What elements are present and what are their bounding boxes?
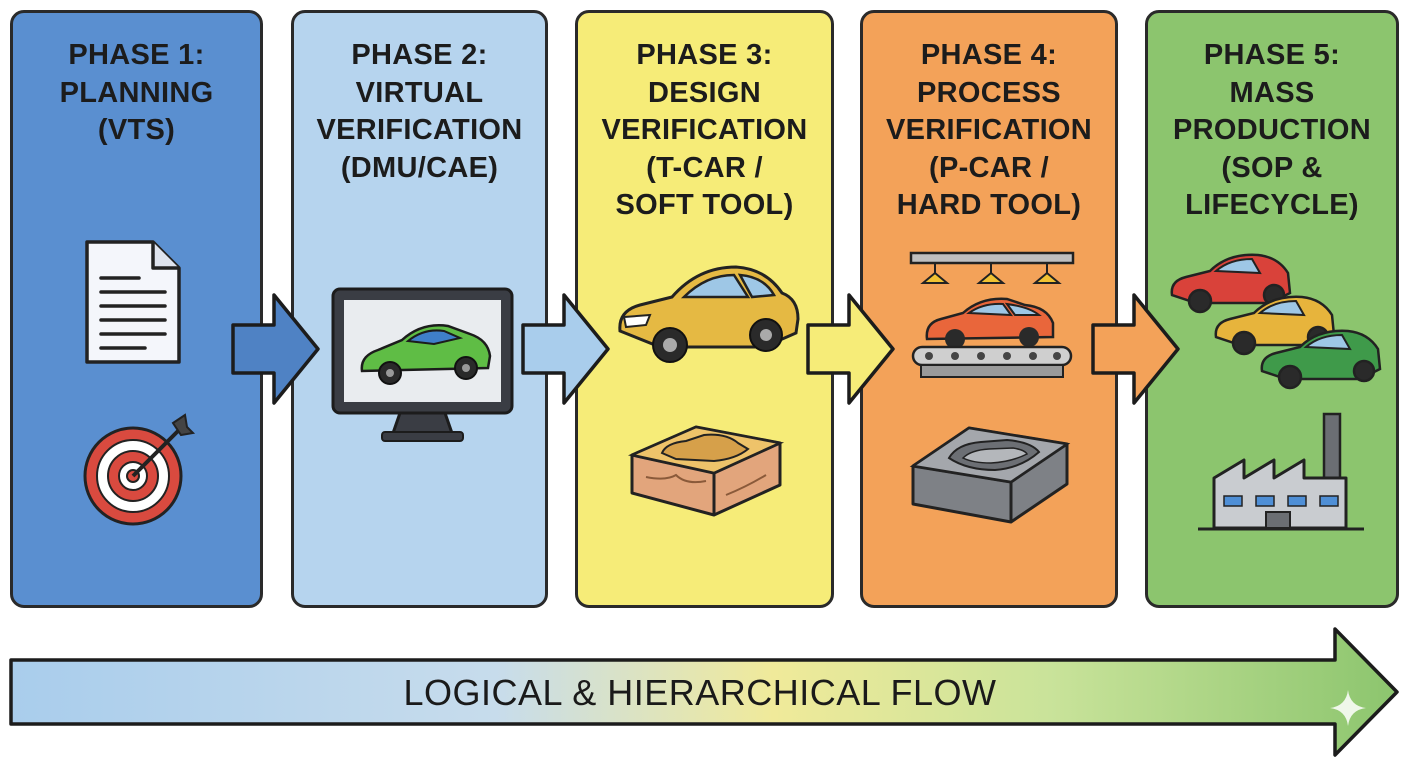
phase-arrow-4-to-5 (1091, 293, 1180, 405)
phase-2-title: PHASE 2: VIRTUAL VERIFICATION (DMU/CAE) (294, 37, 545, 187)
phase-2-panel: PHASE 2: VIRTUAL VERIFICATION (DMU/CAE) (291, 10, 548, 608)
phase-4-panel: PHASE 4: PROCESS VERIFICATION (P-CAR / H… (860, 10, 1118, 608)
phase-3-title-line: VERIFICATION (601, 114, 808, 146)
phase-3-title-line: PHASE 3: (636, 39, 773, 71)
flow-arrow (9, 627, 1399, 757)
phase-4-title-line: HARD TOOL) (896, 189, 1082, 221)
phase-2-title-line: VIRTUAL (355, 76, 484, 109)
phase-4-title: PHASE 4: PROCESS VERIFICATION (P-CAR / H… (863, 37, 1115, 225)
monitor-car-icon (331, 287, 514, 442)
phase-5-title-line: (SOP & (1221, 151, 1323, 184)
phase-1-title-line: (VTS) (97, 114, 176, 146)
phase-3-panel: PHASE 3: DESIGN VERIFICATION (T-CAR / SO… (575, 10, 834, 608)
phase-5-title-line: PHASE 5: (1203, 39, 1341, 71)
phase-1-title: PHASE 1: PLANNING (VTS) (13, 37, 260, 150)
phase-3-title-line: DESIGN (648, 76, 761, 109)
flow-label: LOGICAL & HIERARCHICAL FLOW (403, 672, 997, 713)
phase-5-title: PHASE 5: MASS PRODUCTION (SOP & LIFECYCL… (1148, 37, 1396, 225)
phase-5-panel: PHASE 5: MASS PRODUCTION (SOP & LIFECYCL… (1145, 10, 1399, 608)
phase-4-title-line: VERIFICATION (885, 114, 1093, 146)
phase-3-title-line: (T-CAR / (646, 151, 763, 184)
phase-5-title-line: LIFECYCLE) (1185, 189, 1359, 221)
phase-1-title-line: PHASE 1: (68, 39, 205, 71)
assembly-line-car-icon (909, 251, 1075, 378)
phase-2-title-line: VERIFICATION (316, 114, 523, 146)
phase-5-title-line: PRODUCTION (1173, 114, 1371, 146)
phase-arrow-1-to-2 (231, 293, 320, 405)
phase-4-title-line: PHASE 4: (920, 39, 1058, 71)
metal-mold-icon (909, 426, 1071, 524)
phase-2-title-line: (DMU/CAE) (340, 151, 499, 184)
phase-3-title: PHASE 3: DESIGN VERIFICATION (T-CAR / SO… (578, 37, 831, 225)
document-icon (85, 240, 181, 364)
sparkle-icon (1330, 690, 1366, 726)
yellow-car-icon (618, 265, 800, 363)
factory-icon (1198, 412, 1364, 531)
phase-5-title-line: MASS (1229, 76, 1315, 109)
phase-1-panel: PHASE 1: PLANNING (VTS) (10, 10, 263, 608)
phase-3-title-line: SOFT TOOL) (615, 189, 794, 221)
phase-4-title-line: PROCESS (917, 76, 1061, 109)
phase-1-title-line: PLANNING (59, 76, 214, 109)
phase-4-title-line: (P-CAR / (929, 151, 1049, 184)
phase-2-title-line: PHASE 2: (351, 39, 488, 71)
car-fleet-icon (1170, 253, 1382, 390)
phase-arrow-2-to-3 (521, 293, 610, 405)
phase-arrow-3-to-4 (806, 293, 895, 405)
target-icon (83, 413, 196, 526)
soft-mold-icon (627, 425, 785, 517)
